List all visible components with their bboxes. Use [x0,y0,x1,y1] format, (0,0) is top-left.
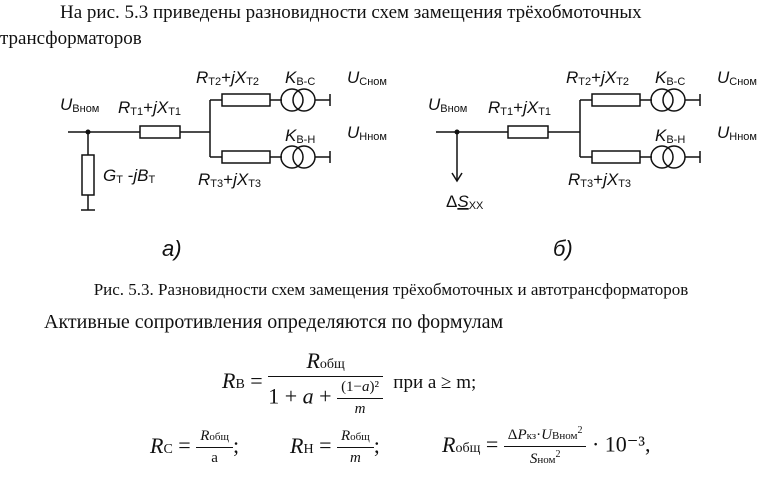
rb-condition: при a ≥ m; [393,372,477,394]
svg-text:UСном: UСном [717,68,757,88]
equivalent-circuits-figure: UВном RТ1+jXТ1 RТ2+jXТ2 KВ-С UСном UНном… [60,68,757,212]
svg-text:ΔSХХ: ΔSХХ [446,192,484,212]
r-total-factor: · 10⁻³, [591,431,651,457]
figure-label-b: б) [553,236,573,261]
svg-text:UСном: UСном [347,68,387,88]
svg-text:RТ3+jXТ3: RТ3+jXТ3 [568,170,631,190]
lead-sentence: Активные сопротивления определяются по ф… [44,311,504,333]
svg-text:RТ1+jXТ1: RТ1+jXТ1 [118,98,181,118]
svg-text:UВном: UВном [428,95,467,115]
svg-text:UНном: UНном [347,123,387,143]
svg-text:RТ1+jXТ1: RТ1+jXТ1 [488,98,551,118]
svg-text:RТ2+jXТ2: RТ2+jXТ2 [196,68,259,88]
intro-paragraph: На рис. 5.3 приведены разновидности схем… [0,0,782,52]
svg-text:KВ-С: KВ-С [285,68,315,88]
svg-text:UНном: UНном [717,123,757,143]
svg-text:RТ2+jXТ2: RТ2+jXТ2 [566,68,629,88]
intro-line-1: На рис. 5.3 приведены разновидности схем… [60,2,642,23]
svg-text:GТ -jBТ: GТ -jBТ [103,166,155,186]
svg-text:KВ-С: KВ-С [655,68,685,88]
figure-label-a: а) [162,236,182,261]
svg-text:KВ-Н: KВ-Н [285,126,315,146]
svg-text:KВ-Н: KВ-Н [655,126,685,146]
intro-line-2: трансформаторов [0,28,142,49]
svg-text:UВном: UВном [60,95,99,115]
figure-caption: Рис. 5.3. Разновидности схем замещения т… [93,280,689,299]
svg-text:RТ3+jXТ3: RТ3+jXТ3 [198,170,261,190]
